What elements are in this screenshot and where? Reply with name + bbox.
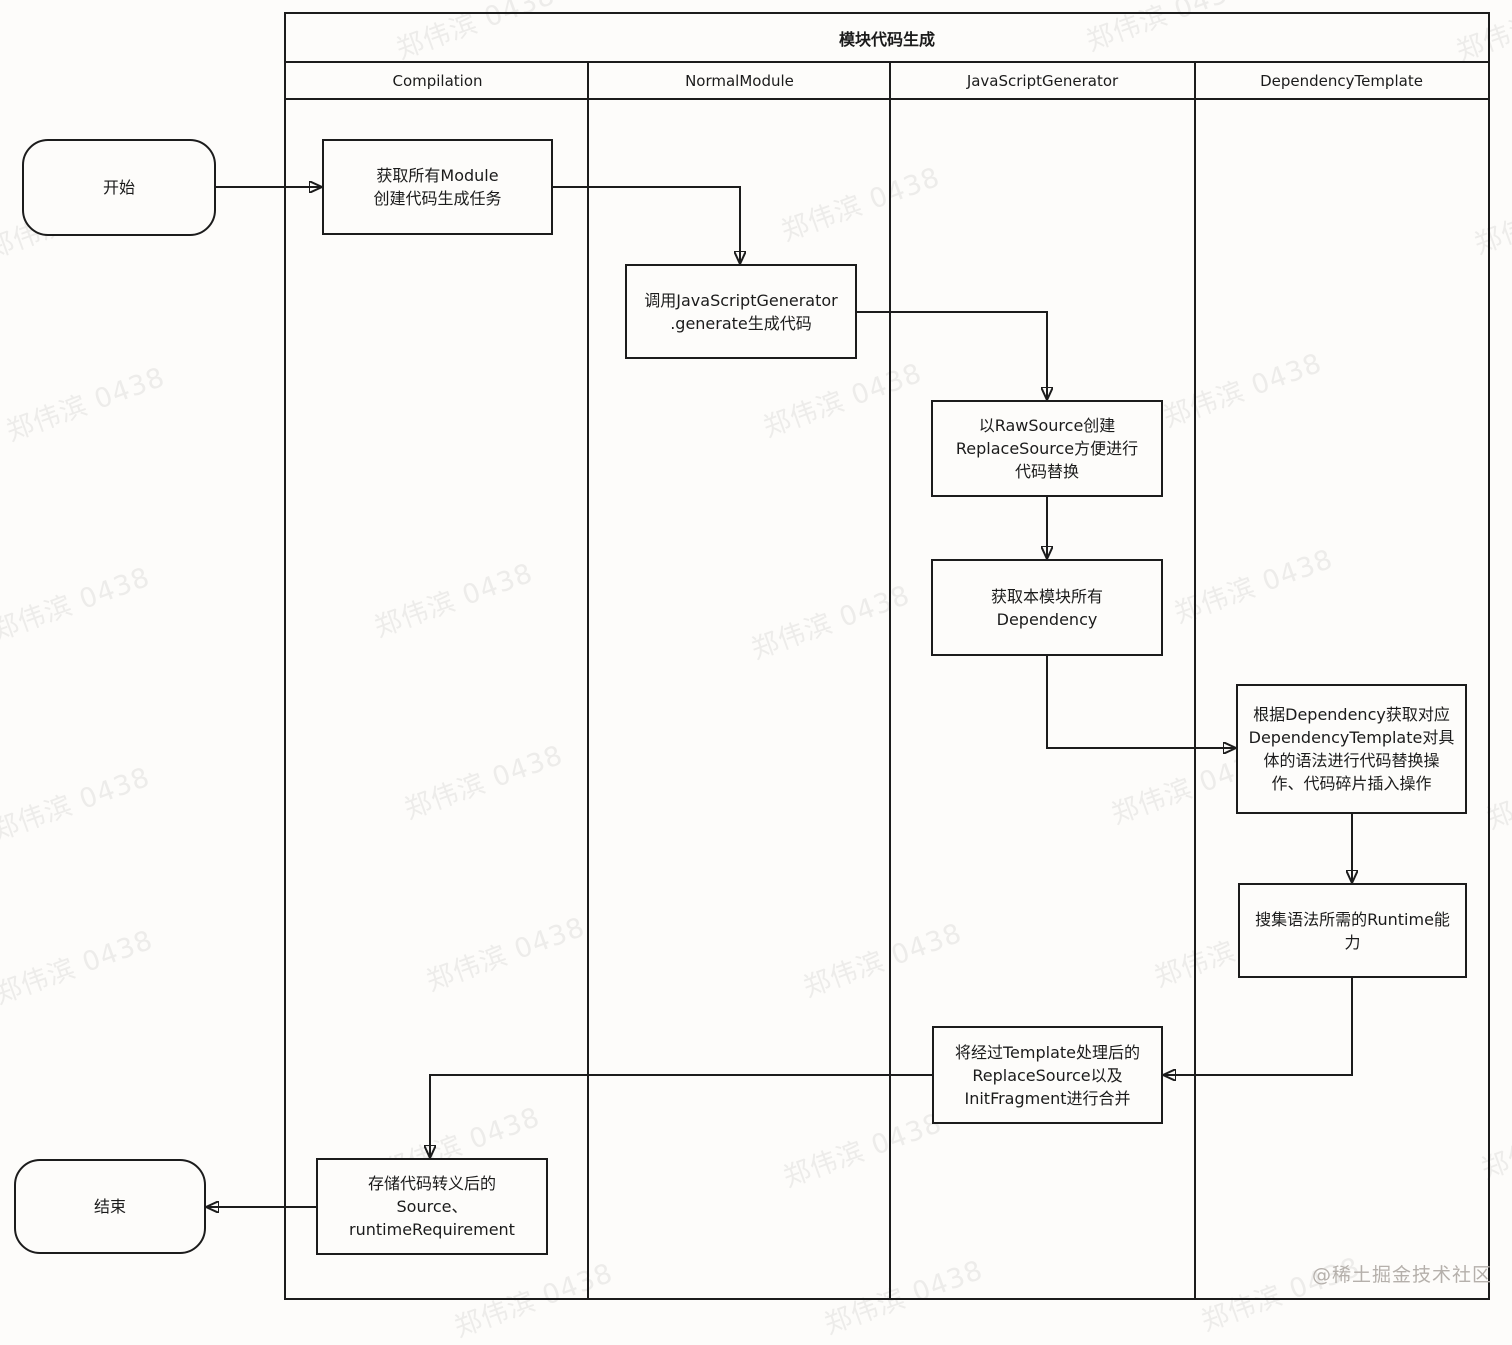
- process-node-collect-runtime: 搜集语法所需的Runtime能 力: [1238, 883, 1467, 978]
- diagonal-watermark: 郑伟滨 0438: [0, 561, 155, 648]
- lane-header-compilation: Compilation: [392, 71, 483, 90]
- diagram-title: 模块代码生成: [286, 14, 1488, 63]
- lane-header-row: Compilation NormalModule JavaScriptGener…: [286, 63, 1488, 100]
- process-node-create-codegen-tasks: 获取所有Module 创建代码生成任务: [322, 139, 553, 235]
- community-watermark: @稀土掘金技术社区: [1312, 1264, 1493, 1286]
- lane-divider: [587, 63, 589, 1298]
- lane-divider: [1194, 63, 1196, 1298]
- lane-header-normalmodule: NormalModule: [685, 71, 794, 90]
- diagonal-watermark: 郑伟滨 0438: [0, 924, 158, 1011]
- process-node-store-source: 存储代码转义后的 Source、 runtimeRequirement: [316, 1158, 548, 1255]
- start-node: 开始: [22, 139, 216, 236]
- process-node-call-generator: 调用JavaScriptGenerator .generate生成代码: [625, 264, 857, 359]
- diagonal-watermark: 郑伟滨 0438: [0, 761, 155, 848]
- lane-header-javascriptgenerator: JavaScriptGenerator: [966, 71, 1119, 90]
- process-node-get-dependencies: 获取本模块所有 Dependency: [931, 559, 1163, 656]
- process-node-dependency-template: 根据Dependency获取对应 DependencyTemplate对具 体的…: [1236, 684, 1467, 814]
- lane-header-dependencytemplate: DependencyTemplate: [1260, 71, 1423, 90]
- lane-divider: [889, 63, 891, 1298]
- diagonal-watermark: 郑伟滨 0438: [2, 361, 170, 448]
- end-node: 结束: [14, 1159, 206, 1254]
- process-node-merge-initfragment: 将经过Template处理后的 ReplaceSource以及 InitFrag…: [932, 1026, 1163, 1124]
- process-node-create-replacesource: 以RawSource创建 ReplaceSource方便进行 代码替换: [931, 400, 1163, 497]
